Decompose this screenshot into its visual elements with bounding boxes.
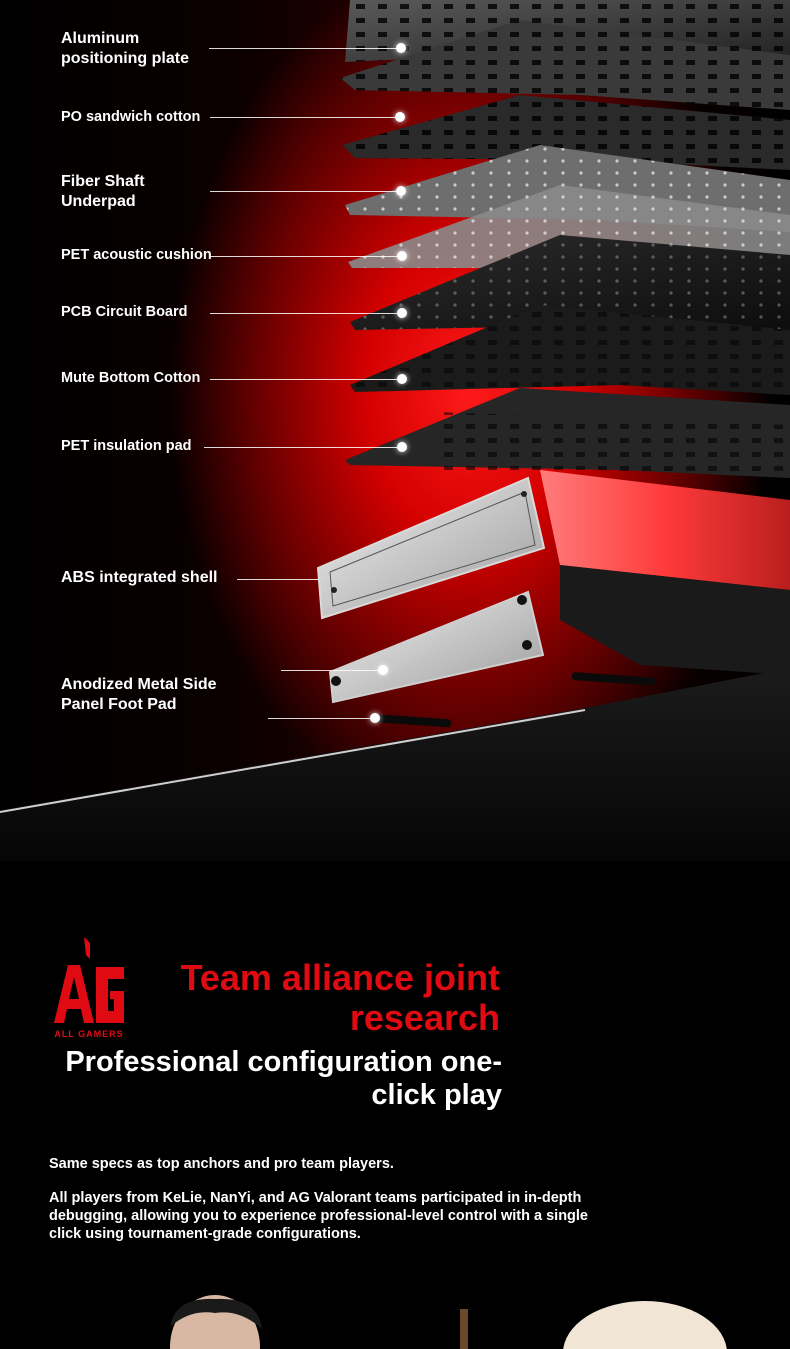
label-pcb-circuit-board: PCB Circuit Board xyxy=(61,302,188,322)
label-text: Mute Bottom Cotton xyxy=(61,370,201,386)
players-photo-strip xyxy=(170,1295,727,1349)
label-text: Anodized Metal Side Panel Foot Pad xyxy=(61,676,217,713)
label-text: PO sandwich cotton xyxy=(61,109,201,125)
callout-dot xyxy=(370,713,380,723)
logo-wordmark: ALL GAMERS xyxy=(54,1029,123,1039)
label-text: ABS integrated shell xyxy=(61,569,218,586)
callout-dot xyxy=(378,665,388,675)
label-fiber-shaft-underpad: Fiber Shaft Underpad xyxy=(61,172,145,212)
leader-line xyxy=(210,191,401,192)
leader-line xyxy=(237,579,319,580)
label-aluminum-positioning-plate: Aluminum positioning plate xyxy=(61,29,189,69)
callout-dot xyxy=(397,251,407,261)
headline-team-alliance: Team alliance joint research xyxy=(180,957,500,1038)
callout-dot xyxy=(396,186,406,196)
label-anodized-metal-side-panel: Anodized Metal Side Panel Foot Pad xyxy=(61,675,217,715)
label-text: PET insulation pad xyxy=(61,438,192,454)
leader-line xyxy=(268,718,374,719)
callout-dot xyxy=(397,442,407,452)
label-text: PCB Circuit Board xyxy=(61,304,188,320)
callout-dot xyxy=(395,112,405,122)
leader-line xyxy=(210,379,402,380)
label-text: Aluminum positioning plate xyxy=(61,30,189,67)
leader-line xyxy=(210,117,400,118)
label-pet-acoustic-cushion: PET acoustic cushion xyxy=(61,245,212,265)
detail-paragraph: All players from KeLie, NanYi, and AG Va… xyxy=(49,1190,588,1242)
keyboard-layers-illustration xyxy=(0,0,790,862)
headline-professional-configuration: Professional configuration one-click pla… xyxy=(65,1046,502,1111)
callout-dot xyxy=(396,43,406,53)
label-text: Fiber Shaft Underpad xyxy=(61,173,145,210)
callout-dot xyxy=(397,308,407,318)
exploded-layers-diagram: Aluminum positioning plate PO sandwich c… xyxy=(0,0,790,862)
team-alliance-section: ALL GAMERS Team alliance joint research … xyxy=(0,862,790,1349)
leader-line xyxy=(204,447,402,448)
intro-paragraph: Same specs as top anchors and pro team p… xyxy=(49,1156,394,1172)
callout-dot xyxy=(397,374,407,384)
leader-line xyxy=(210,256,402,257)
leader-line xyxy=(210,313,402,314)
label-abs-integrated-shell: ABS integrated shell xyxy=(61,568,217,588)
leader-line xyxy=(281,670,381,671)
label-pet-insulation-pad: PET insulation pad xyxy=(61,436,192,456)
label-text: PET acoustic cushion xyxy=(61,247,212,263)
leader-line xyxy=(209,48,401,49)
all-gamers-logo: ALL GAMERS xyxy=(54,937,124,1039)
label-po-sandwich-cotton: PO sandwich cotton xyxy=(61,107,200,127)
label-mute-bottom-cotton: Mute Bottom Cotton xyxy=(61,368,200,388)
